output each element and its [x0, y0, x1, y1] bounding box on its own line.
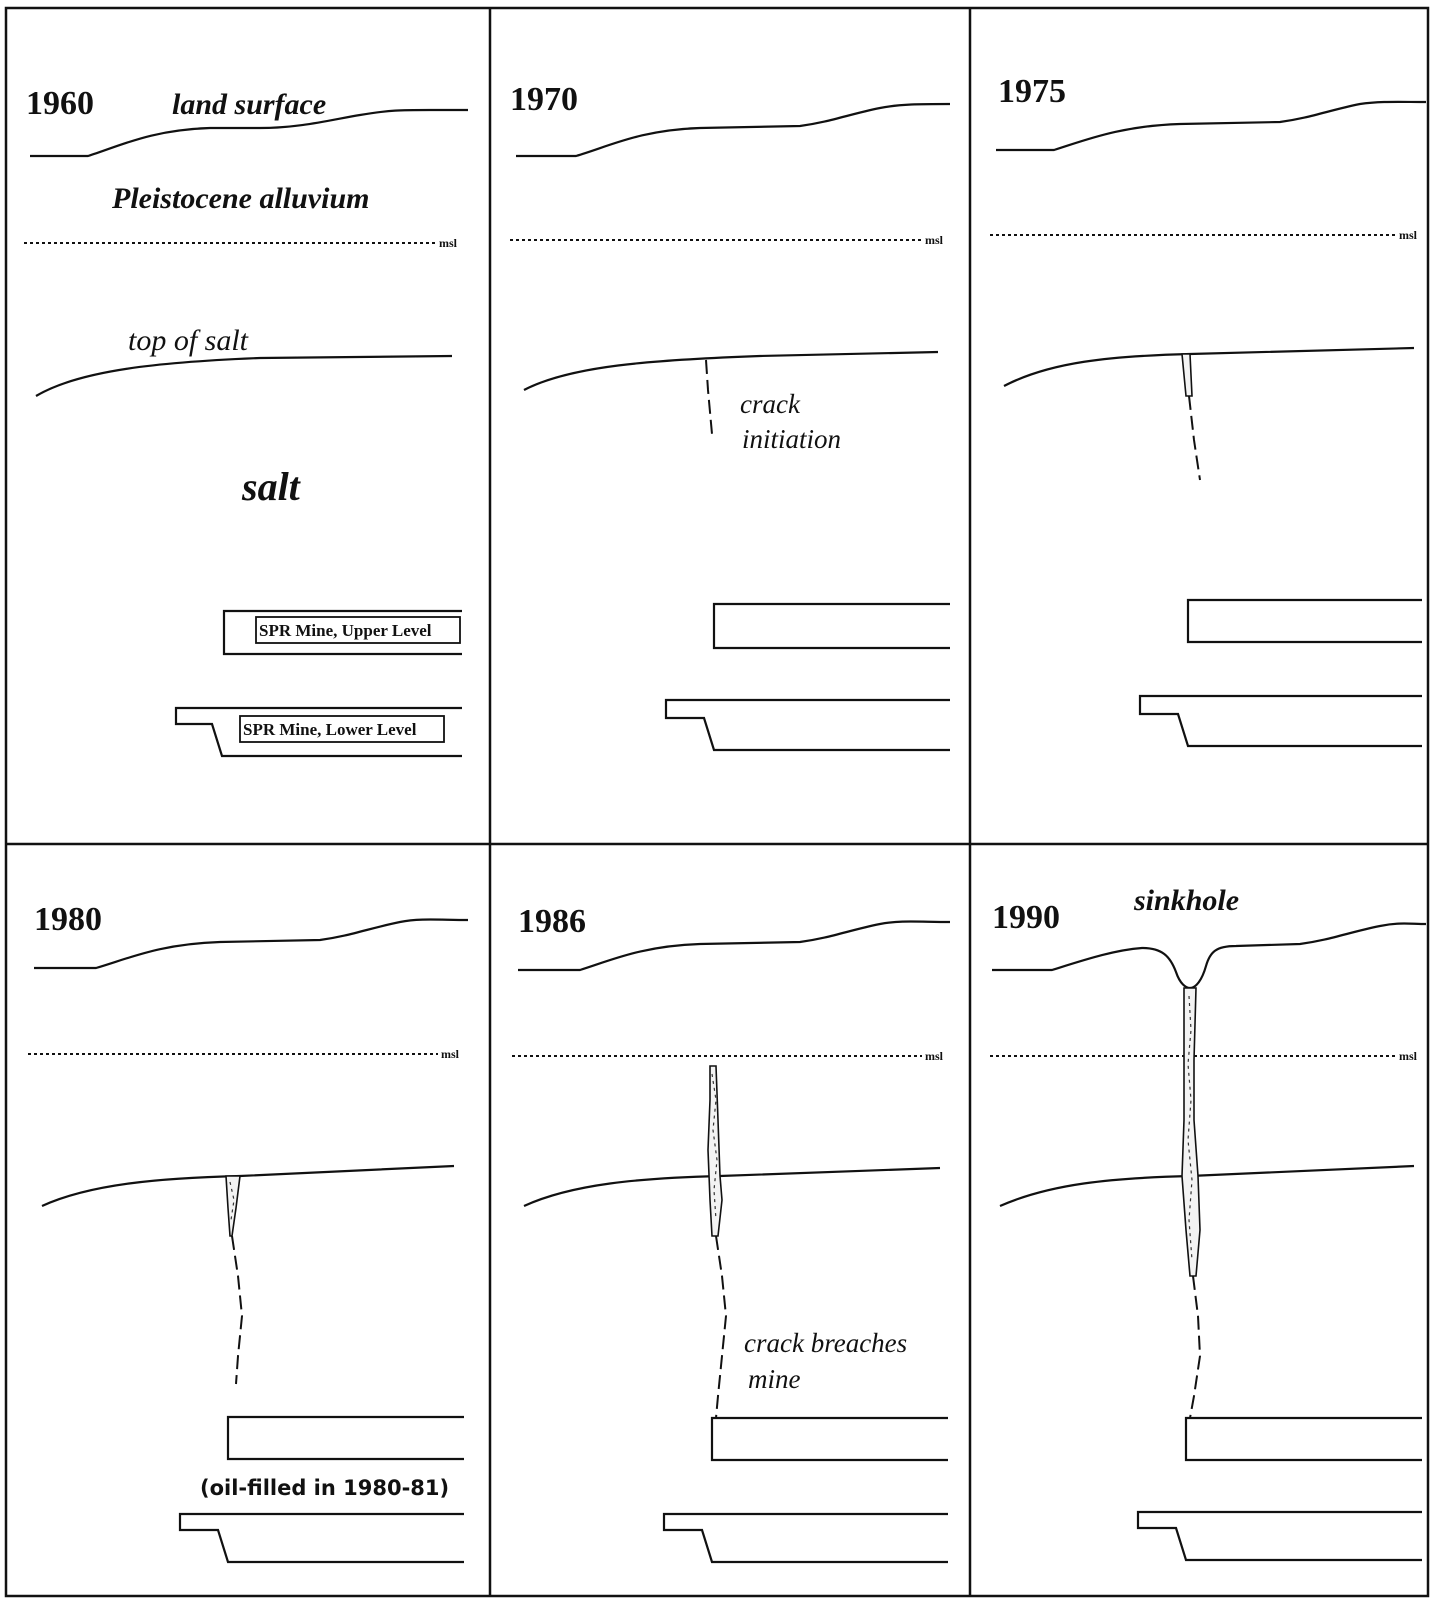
msl-label: msl — [925, 233, 944, 247]
panel-1980: 1980 msl (oil-filled in 1980-81) — [28, 901, 468, 1562]
top-of-salt-line — [524, 352, 938, 390]
panel-year: 1975 — [998, 73, 1066, 110]
crack-breaches-mine-label-2: mine — [748, 1364, 801, 1394]
mine-lower-level — [180, 1514, 464, 1562]
crack — [716, 1236, 726, 1418]
oil-filled-note: (oil-filled in 1980-81) — [200, 1476, 449, 1500]
top-of-salt-line — [1000, 1166, 1414, 1206]
crack-rubble-zone — [226, 1176, 240, 1236]
panel-year: 1986 — [518, 903, 586, 940]
top-of-salt-line — [42, 1166, 454, 1206]
mine-upper-level — [714, 604, 950, 648]
crack — [1189, 396, 1200, 480]
mine-upper-level — [1188, 600, 1422, 642]
crack-initiation-label-2: initiation — [742, 424, 841, 454]
figure-frame — [6, 8, 1428, 1596]
crack — [232, 1236, 242, 1384]
top-of-salt-line — [524, 1168, 940, 1206]
lower-level-label: SPR Mine, Lower Level — [243, 720, 417, 739]
crack-rubble-zone — [1182, 354, 1192, 396]
msl-label: msl — [1399, 228, 1418, 242]
crack — [1190, 1276, 1200, 1418]
panel-1986: 1986 msl crack breaches mine — [512, 903, 950, 1562]
panel-1990: 1990 sinkhole msl — [990, 884, 1426, 1560]
msl-label: msl — [925, 1049, 944, 1063]
salt-label: salt — [241, 464, 302, 509]
panel-year: 1980 — [34, 901, 102, 938]
msl-label: msl — [439, 236, 458, 250]
mine-lower-level — [1140, 696, 1422, 746]
land-surface-line — [516, 104, 950, 156]
sinkhole-label: sinkhole — [1133, 884, 1239, 917]
mine-lower-level — [664, 1514, 948, 1562]
mine-lower-level — [666, 700, 950, 750]
pleistocene-alluvium-label: Pleistocene alluvium — [111, 182, 369, 215]
mine-upper-level — [228, 1417, 464, 1459]
panel-year: 1970 — [510, 81, 578, 118]
mine-upper-level — [1186, 1418, 1422, 1460]
mine-lower-level — [1138, 1512, 1422, 1560]
msl-label: msl — [441, 1047, 460, 1061]
top-of-salt-line — [36, 356, 452, 396]
msl-label: msl — [1399, 1049, 1418, 1063]
top-of-salt-line — [1004, 348, 1414, 386]
top-of-salt-label: top of salt — [128, 324, 249, 357]
crack — [706, 360, 712, 434]
crack-rubble-zone — [708, 1066, 722, 1236]
upper-level-label: SPR Mine, Upper Level — [259, 621, 432, 640]
panel-1970: 1970 msl crack initiation — [510, 81, 950, 750]
crack-initiation-label: crack — [740, 389, 801, 419]
panel-year: 1960 — [26, 85, 94, 122]
panel-1975: 1975 msl — [990, 73, 1426, 746]
mine-upper-level — [712, 1418, 948, 1460]
land-surface-label: land surface — [172, 88, 326, 121]
panel-year: 1990 — [992, 899, 1060, 936]
crack-breaches-mine-label: crack breaches — [744, 1328, 907, 1358]
panel-1960: 1960 land surface Pleistocene alluvium m… — [24, 85, 468, 756]
